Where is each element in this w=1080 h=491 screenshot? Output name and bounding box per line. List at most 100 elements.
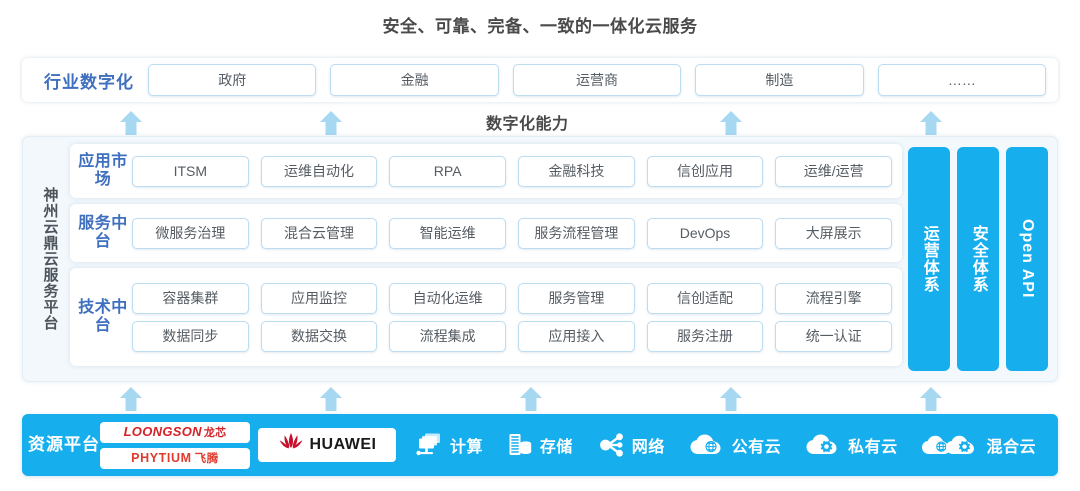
section-service-midplatform-grid: 微服务治理 混合云管理 智能运维 服务流程管理 DevOps 大屏展示 bbox=[132, 217, 893, 249]
resource-item-compute-label: 计算 bbox=[449, 439, 483, 456]
grid-row: 数据同步 数据交换 流程集成 应用接入 服务注册 统一认证 bbox=[132, 320, 893, 352]
resource-item-private-cloud[interactable]: 私有云 bbox=[805, 433, 898, 458]
cell-process-engine[interactable]: 流程引擎 bbox=[775, 282, 893, 314]
up-arrow-icon bbox=[118, 386, 144, 412]
grid-row: 微服务治理 混合云管理 智能运维 服务流程管理 DevOps 大屏展示 bbox=[132, 217, 893, 249]
resource-item-public-cloud[interactable]: 公有云 bbox=[689, 433, 782, 458]
storage-icon bbox=[507, 432, 533, 458]
resource-item-network[interactable]: 网络 bbox=[597, 432, 665, 458]
cell-app-access[interactable]: 应用接入 bbox=[518, 320, 635, 352]
cell-fintech[interactable]: 金融科技 bbox=[518, 155, 635, 187]
resource-platform-label: 资源平台 bbox=[28, 435, 100, 455]
upward-arrows-to-platform bbox=[0, 384, 1080, 412]
upward-arrows-to-industry bbox=[0, 108, 1080, 136]
huawei-wordmark: HUAWEI bbox=[309, 436, 377, 453]
digital-capability-label: 数字化能力 bbox=[486, 116, 569, 133]
loongson-cjk: 龙芯 bbox=[203, 427, 227, 439]
industry-digitalization-row: 行业数字化 政府 金融 运营商 制造 …… bbox=[22, 58, 1058, 102]
cell-dashboard-display[interactable]: 大屏展示 bbox=[775, 217, 893, 249]
platform-pillars: 运营体系 安全体系 Open API bbox=[908, 144, 1050, 374]
phytium-cjk: 飞腾 bbox=[194, 453, 219, 465]
up-arrow-icon bbox=[318, 386, 344, 412]
up-arrow-icon bbox=[918, 110, 944, 136]
cell-rpa[interactable]: RPA bbox=[389, 155, 507, 187]
cell-xinchuang-app[interactable]: 信创应用 bbox=[646, 155, 764, 187]
platform-sections: 应用市场 ITSM 运维自动化 RPA 金融科技 信创应用 运维/运营 服务中台 bbox=[70, 144, 902, 374]
section-app-market-label: 应用市场 bbox=[78, 153, 128, 188]
cell-automated-ops[interactable]: 自动化运维 bbox=[389, 282, 507, 314]
section-app-market-grid: ITSM 运维自动化 RPA 金融科技 信创应用 运维/运营 bbox=[132, 155, 893, 187]
network-icon bbox=[597, 432, 625, 458]
public-cloud-icon bbox=[689, 433, 725, 458]
resource-item-hybrid-cloud-label: 混合云 bbox=[986, 439, 1036, 456]
pillar-operations-system-label: 运营体系 bbox=[920, 225, 938, 293]
up-arrow-icon bbox=[118, 110, 144, 136]
up-arrow-icon bbox=[918, 386, 944, 412]
cell-service-registry[interactable]: 服务注册 bbox=[646, 320, 764, 352]
grid-row: 容器集群 应用监控 自动化运维 服务管理 信创适配 流程引擎 bbox=[132, 282, 893, 314]
industry-item-telecom[interactable]: 运营商 bbox=[512, 64, 682, 96]
section-tech-midplatform-grid: 容器集群 应用监控 自动化运维 服务管理 信创适配 流程引擎 数据同步 数据交换… bbox=[132, 282, 893, 352]
pillar-open-api[interactable]: Open API bbox=[1006, 147, 1048, 371]
platform-body: 应用市场 ITSM 运维自动化 RPA 金融科技 信创应用 运维/运营 服务中台 bbox=[70, 144, 1050, 374]
cell-itsm[interactable]: ITSM bbox=[132, 155, 249, 187]
industry-digitalization-label: 行业数字化 bbox=[44, 72, 134, 92]
resource-item-network-label: 网络 bbox=[631, 439, 665, 456]
up-arrow-icon bbox=[718, 110, 744, 136]
cell-hybrid-cloud-mgmt[interactable]: 混合云管理 bbox=[260, 217, 378, 249]
industry-item-more[interactable]: …… bbox=[877, 64, 1047, 96]
pillar-security-system-label: 安全体系 bbox=[969, 225, 987, 293]
resource-item-hybrid-cloud[interactable]: 混合云 bbox=[921, 433, 1036, 458]
cell-microservice-governance[interactable]: 微服务治理 bbox=[132, 217, 249, 249]
pillar-operations-system[interactable]: 运营体系 bbox=[908, 147, 950, 371]
cell-process-integration[interactable]: 流程集成 bbox=[389, 320, 507, 352]
resource-item-public-cloud-label: 公有云 bbox=[731, 439, 782, 456]
section-service-midplatform-label: 服务中台 bbox=[78, 215, 128, 250]
industry-item-manufacturing[interactable]: 制造 bbox=[695, 64, 864, 96]
vendor-chip-huawei[interactable]: HUAWEI bbox=[258, 428, 396, 462]
up-arrow-icon bbox=[318, 110, 344, 136]
pillar-open-api-label: Open API bbox=[1018, 219, 1036, 299]
cell-service-mgmt[interactable]: 服务管理 bbox=[518, 282, 635, 314]
up-arrow-icon bbox=[718, 386, 744, 412]
cell-aiops[interactable]: 智能运维 bbox=[389, 217, 507, 249]
resource-item-storage-label: 存储 bbox=[539, 439, 573, 456]
cell-data-exchange[interactable]: 数据交换 bbox=[260, 320, 378, 352]
cell-service-process-mgmt[interactable]: 服务流程管理 bbox=[518, 217, 635, 249]
resource-item-compute[interactable]: 计算 bbox=[416, 432, 483, 458]
resource-item-list: 计算 bbox=[396, 432, 1048, 458]
compute-icon bbox=[416, 432, 443, 458]
page-title: 安全、可靠、完备、一致的一体化云服务 bbox=[382, 17, 698, 36]
cell-app-monitoring[interactable]: 应用监控 bbox=[260, 282, 378, 314]
cell-ops-operations[interactable]: 运维/运营 bbox=[775, 155, 893, 187]
cell-devops[interactable]: DevOps bbox=[646, 217, 764, 249]
phytium-name: PHYTIUM bbox=[131, 451, 192, 465]
up-arrow-icon bbox=[518, 386, 544, 412]
cloud-service-platform-panel: 神州云鼎云服务平台 应用市场 ITSM 运维自动化 RPA 金融科技 信创应用 … bbox=[22, 136, 1058, 382]
huawei-flower-icon bbox=[278, 432, 304, 459]
grid-row: ITSM 运维自动化 RPA 金融科技 信创应用 运维/运营 bbox=[132, 155, 893, 187]
resource-item-storage[interactable]: 存储 bbox=[507, 432, 573, 458]
cell-ops-automation[interactable]: 运维自动化 bbox=[260, 155, 378, 187]
private-cloud-icon bbox=[805, 433, 841, 458]
industry-item-government[interactable]: 政府 bbox=[148, 64, 317, 96]
industry-item-finance[interactable]: 金融 bbox=[330, 64, 499, 96]
section-tech-midplatform: 技术中台 容器集群 应用监控 自动化运维 服务管理 信创适配 流程引擎 数据同步… bbox=[70, 268, 902, 366]
loongson-name: LOONGSON bbox=[123, 424, 202, 439]
cell-unified-auth[interactable]: 统一认证 bbox=[775, 320, 893, 352]
section-tech-midplatform-label: 技术中台 bbox=[78, 299, 128, 334]
industry-item-list: 政府 金融 运营商 制造 …… bbox=[148, 64, 1050, 96]
hybrid-cloud-icon bbox=[921, 433, 979, 458]
section-app-market: 应用市场 ITSM 运维自动化 RPA 金融科技 信创应用 运维/运营 bbox=[70, 144, 902, 198]
platform-vertical-label: 神州云鼎云服务平台 bbox=[41, 187, 59, 331]
pillar-security-system[interactable]: 安全体系 bbox=[957, 147, 999, 371]
section-service-midplatform: 服务中台 微服务治理 混合云管理 智能运维 服务流程管理 DevOps 大屏展示 bbox=[70, 204, 902, 262]
resource-item-private-cloud-label: 私有云 bbox=[848, 439, 898, 456]
cell-data-sync[interactable]: 数据同步 bbox=[132, 320, 249, 352]
cell-container-cluster[interactable]: 容器集群 bbox=[132, 282, 249, 314]
cell-xinchuang-adaptation[interactable]: 信创适配 bbox=[646, 282, 764, 314]
